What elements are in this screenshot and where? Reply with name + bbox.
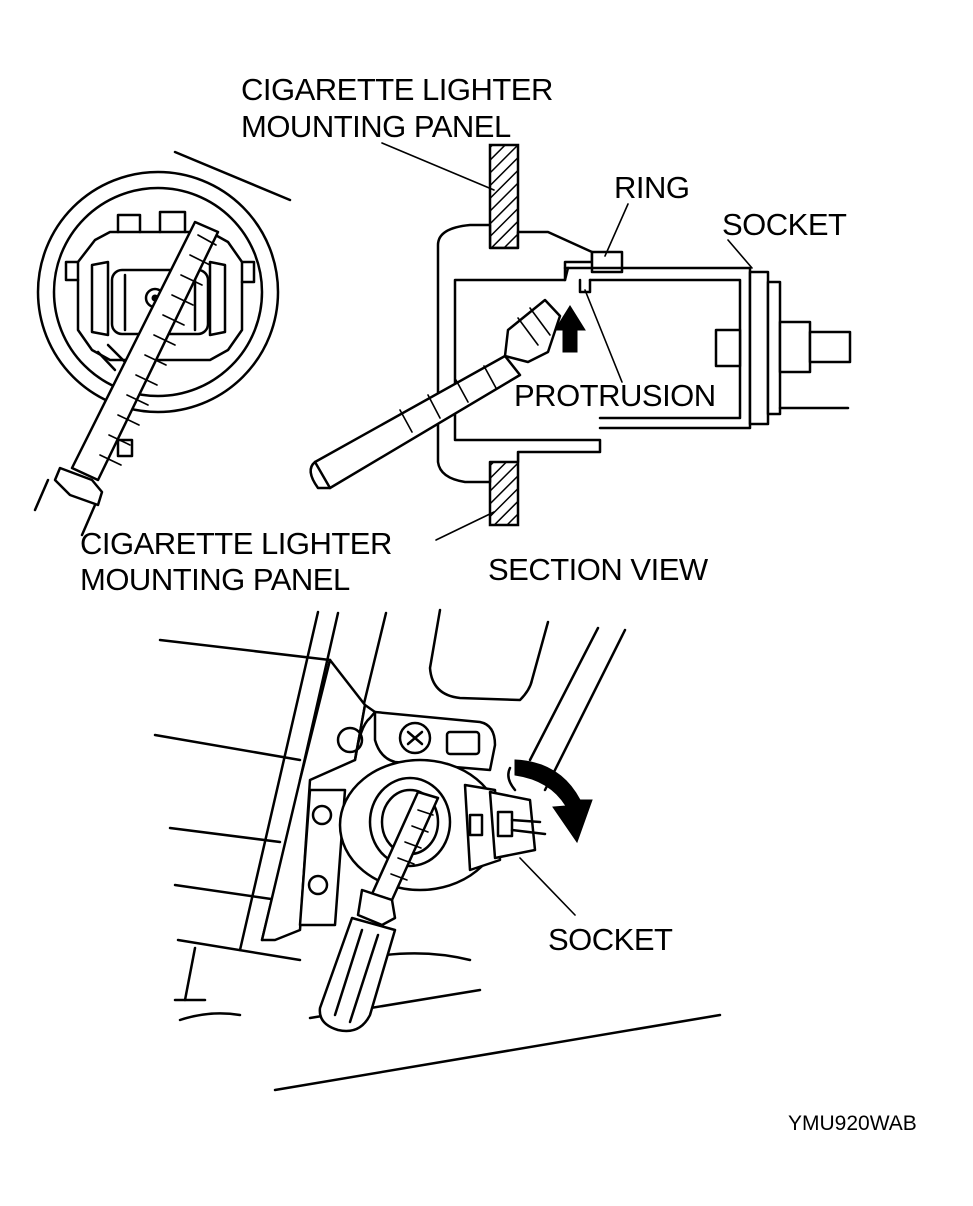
figure-code: YMU920WAB (788, 1112, 917, 1135)
label-protrusion: PROTRUSION (514, 378, 716, 413)
front-view-illustration (33, 150, 292, 537)
label-socket-section: SOCKET (722, 207, 847, 242)
label-socket-installed: SOCKET (548, 922, 673, 957)
section-view-illustration (309, 142, 852, 541)
label-top-mounting-panel-line1: CIGARETTE LIGHTER (241, 72, 553, 107)
label-left-mounting-panel-line1: CIGARETTE LIGHTER (80, 526, 392, 561)
label-ring: RING (614, 170, 690, 205)
label-left-mounting-panel-line2: MOUNTING PANEL (80, 562, 350, 597)
label-section-view: SECTION VIEW (488, 552, 709, 587)
installed-view-illustration (153, 608, 722, 1092)
label-top-mounting-panel-line2: MOUNTING PANEL (241, 109, 511, 144)
